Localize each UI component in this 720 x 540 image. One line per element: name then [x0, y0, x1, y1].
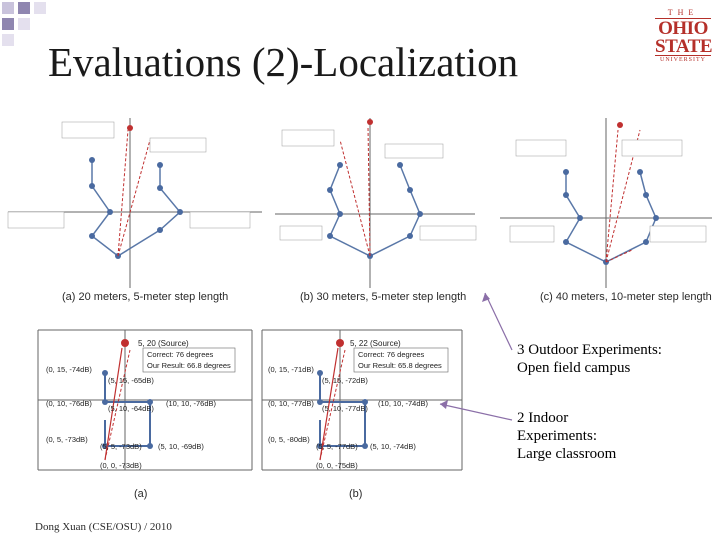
indoor-note: 2 Indoor Experiments: Large classroom [517, 409, 616, 463]
indoor-a-source-label: 5, 20 (Source) [138, 339, 189, 348]
indoor-note-line: Large classroom [517, 446, 617, 462]
logo-line-ohio: OHIO [658, 18, 708, 39]
indoor-a-label: (0, 10, -76dB) [46, 399, 92, 408]
indoor-a-label: (10, 10, -76dB) [166, 399, 217, 408]
indoor-a-info-result: Our Result: 66.8 degrees [147, 361, 231, 370]
outdoor-caption-c: (c) 40 meters, 10-meter step length [540, 291, 712, 303]
outdoor-note-line: Open field campus [517, 360, 631, 376]
indoor-a-info-correct: Correct: 76 degrees [147, 350, 214, 359]
indoor-a-label: (0, 15, -74dB) [46, 365, 92, 374]
indoor-figure-b: 5, 22 (Source) Correct: 76 degrees Our R… [261, 329, 463, 471]
logo-line-university: UNIVERSITY [655, 55, 711, 65]
indoor-a-label: (0, 5, -73dB) [46, 435, 88, 444]
outdoor-note: 3 Outdoor Experiments: Open field campus [517, 341, 662, 377]
outdoor-figure-a [7, 118, 262, 288]
decorative-squares [2, 2, 46, 46]
outdoor-caption-b: (b) 30 meters, 5-meter step length [300, 291, 467, 303]
outdoor-note-line: 3 Outdoor Experiments: [517, 342, 662, 358]
indoor-a-label: (0, 0, -73dB) [100, 461, 142, 470]
outdoor-figure-b [275, 118, 477, 288]
pointer-arrow-outdoor [484, 292, 513, 351]
osu-logo: THE OHIO STATE UNIVERSITY [655, 8, 713, 70]
indoor-note-line: Experiments: [517, 428, 597, 444]
indoor-b-info-result: Our Result: 65.8 degrees [358, 361, 442, 370]
indoor-caption-a: (a) [134, 488, 148, 500]
indoor-b-label: (10, 10, -74dB) [378, 399, 429, 408]
indoor-a-label: (5, 15, -65dB) [108, 376, 154, 385]
slide-footer: Dong Xuan (CSE/OSU) / 2010 [35, 521, 172, 533]
indoor-a-label: (5, 5, -73dB) [100, 442, 142, 451]
logo-line-state: STATE [655, 36, 713, 57]
indoor-note-line: 2 Indoor [517, 410, 569, 426]
indoor-b-label: (0, 0, -75dB) [316, 461, 358, 470]
indoor-b-label: (5, 5, -77dB) [316, 442, 358, 451]
outdoor-figure-c [500, 118, 712, 288]
indoor-b-label: (5, 10, -74dB) [370, 442, 416, 451]
indoor-b-source-label: 5, 22 (Source) [350, 339, 401, 348]
indoor-b-label: (5, 10, -77dB) [322, 404, 368, 413]
indoor-a-label: (5, 10, -64dB) [108, 404, 154, 413]
indoor-caption-b: (b) [349, 488, 363, 500]
indoor-b-info-correct: Correct: 76 degrees [358, 350, 425, 359]
indoor-b-label: (0, 15, -71dB) [268, 365, 314, 374]
pointer-arrow-indoor [439, 403, 513, 421]
indoor-b-label: (0, 10, -77dB) [268, 399, 314, 408]
logo-line-the: THE [655, 8, 711, 19]
indoor-b-label: (5, 15, -72dB) [322, 376, 368, 385]
outdoor-caption-a: (a) 20 meters, 5-meter step length [62, 291, 229, 303]
indoor-figure-a: 5, 20 (Source) Correct: 76 degrees Our R… [37, 329, 253, 471]
slide-title: Evaluations (2)-Localization [48, 39, 519, 85]
indoor-a-label: (5, 10, -69dB) [158, 442, 204, 451]
indoor-b-label: (0, 5, -80dB) [268, 435, 310, 444]
